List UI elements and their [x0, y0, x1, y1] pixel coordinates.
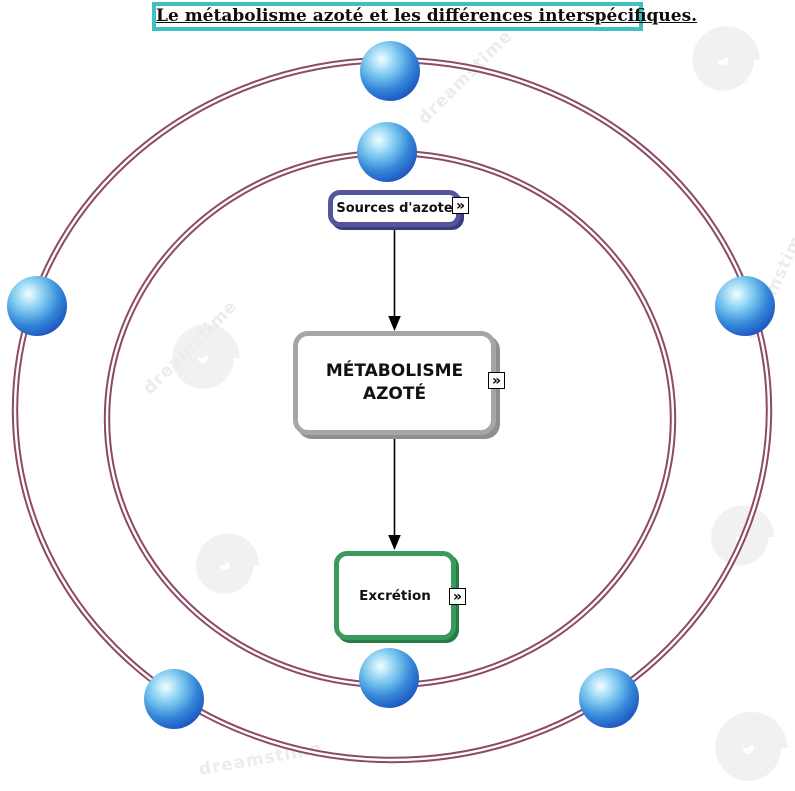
arrow-sources-to-metabolisme [388, 227, 401, 331]
electron-sphere-top-outer [360, 41, 420, 101]
node-sources-label: Sources d'azote [336, 201, 453, 216]
electron-sphere-left-outer [7, 276, 67, 336]
expand-sources-button[interactable]: » [452, 197, 469, 214]
node-sources-azote[interactable]: Sources d'azote [328, 190, 461, 227]
page-title-box: Le métabolisme azoté et les différences … [152, 2, 697, 31]
watermark-spiral [696, 30, 756, 87]
expand-excretion-button[interactable]: » [449, 588, 466, 605]
electron-sphere-bottom-left [144, 669, 204, 729]
electron-sphere-bottom-center [359, 648, 419, 708]
node-excretion[interactable]: Excrétion [334, 551, 456, 640]
watermark-text: dreamstime [197, 739, 323, 780]
page-title: Le métabolisme azoté et les différences … [156, 6, 698, 26]
electron-sphere-right-outer [715, 276, 775, 336]
node-metabolisme-label: MÉTABOLISME AZOTÉ [325, 361, 464, 404]
arrow-metabolisme-to-excretion [388, 437, 401, 550]
electron-sphere-top-inner [357, 122, 417, 182]
node-metabolisme-azote[interactable]: MÉTABOLISME AZOTÉ [293, 331, 496, 435]
electron-sphere-bottom-right [579, 668, 639, 728]
node-excretion-label: Excrétion [359, 587, 431, 604]
expand-metabolisme-button[interactable]: » [488, 372, 505, 389]
watermark-spiral [719, 716, 783, 777]
watermark-spiral [200, 537, 256, 590]
